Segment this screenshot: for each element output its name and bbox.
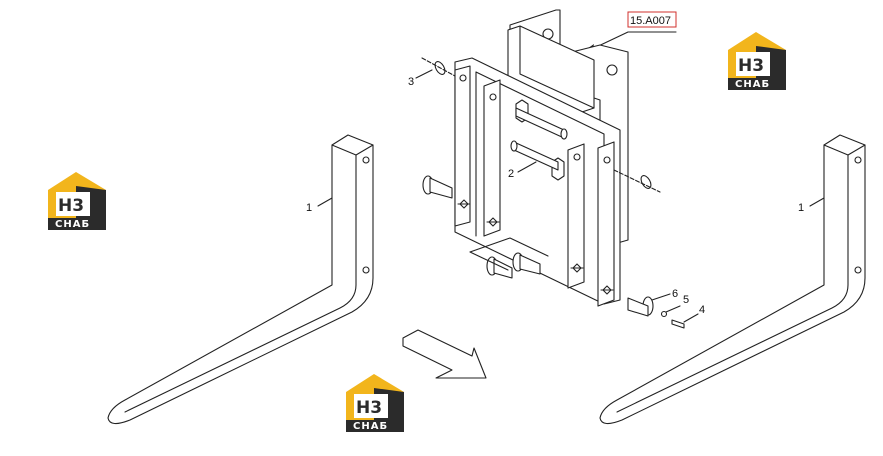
watermark-word: СНАБ bbox=[353, 421, 388, 432]
bar-hole-1 bbox=[459, 74, 467, 82]
callout-washer: 5 bbox=[683, 294, 689, 306]
right-bar-outer bbox=[597, 141, 615, 307]
watermark-band bbox=[728, 78, 786, 90]
watermark-band bbox=[346, 420, 404, 432]
fork-right-inner-edge bbox=[616, 154, 849, 413]
washer-small-shape bbox=[660, 310, 668, 318]
assembly-guide-lines bbox=[469, 237, 549, 271]
callout-pin: 2 bbox=[508, 168, 514, 180]
washer-leader bbox=[665, 305, 681, 313]
bolt-center-1-shank bbox=[493, 258, 513, 279]
bar-hole-4 bbox=[603, 156, 611, 164]
fork-left-inner-edge bbox=[124, 154, 357, 413]
fork-right-shank bbox=[599, 134, 866, 425]
ring-left: 3 bbox=[408, 57, 456, 88]
watermark-band bbox=[48, 218, 106, 230]
left-bar-outer bbox=[454, 65, 471, 227]
watermark-plate bbox=[354, 394, 388, 418]
fork-right-hole-top bbox=[854, 156, 862, 164]
fork-right: 1 bbox=[599, 134, 866, 425]
bolt-center-2 bbox=[512, 252, 541, 275]
lower-latch bbox=[551, 157, 565, 181]
fork-right-top-face bbox=[823, 144, 866, 156]
callout-bolt: 6 bbox=[672, 288, 678, 300]
pin-upper-end bbox=[560, 128, 568, 140]
star-stop-3 bbox=[570, 263, 584, 273]
watermark-mark: H3 bbox=[356, 398, 382, 418]
bolt-leader bbox=[651, 293, 671, 301]
screw-leader bbox=[683, 313, 699, 323]
bolt-right-shank bbox=[627, 297, 649, 317]
watermark-word: СНАБ bbox=[735, 79, 770, 90]
watermark-bottom: H3 СНАБ bbox=[346, 374, 404, 432]
watermark-mark: H3 bbox=[58, 196, 84, 216]
bolt-right: 6 bbox=[627, 288, 678, 317]
reference-leader bbox=[589, 31, 677, 51]
top-block-face bbox=[519, 25, 595, 109]
pin-upper bbox=[515, 107, 568, 140]
callout-screw: 4 bbox=[699, 304, 705, 316]
fork-right-hole-bottom bbox=[854, 266, 862, 274]
star-stop-1 bbox=[457, 199, 471, 209]
reference-box bbox=[627, 11, 677, 28]
pin-lower: 2 bbox=[508, 140, 559, 180]
ring-right-axis bbox=[613, 169, 661, 193]
ring-right bbox=[613, 169, 661, 193]
bolt-center-1 bbox=[486, 256, 513, 279]
right-bar-inner bbox=[567, 143, 585, 289]
back-plate-hole-right bbox=[606, 64, 618, 76]
callout-fork-right: 1 bbox=[798, 202, 804, 214]
bolt-center-2-shank bbox=[519, 254, 541, 275]
star-stop-2 bbox=[486, 217, 500, 227]
screw-small: 4 bbox=[671, 304, 705, 329]
left-bar-inner bbox=[483, 79, 501, 237]
reference-label: 15.A007 bbox=[630, 15, 671, 27]
bolt-left bbox=[422, 175, 453, 199]
fork-left: 1 bbox=[107, 134, 374, 425]
washer-small: 5 bbox=[660, 294, 689, 318]
watermark-top-right: H3 СНАБ bbox=[728, 32, 786, 90]
pin-lower-end bbox=[510, 140, 518, 152]
fork-right-leader bbox=[809, 197, 825, 207]
watermark-plate bbox=[736, 52, 770, 76]
callout-fork-left: 1 bbox=[306, 202, 312, 214]
pin-leader bbox=[517, 161, 537, 173]
bar-hole-3 bbox=[573, 153, 581, 161]
fork-left-leader bbox=[317, 197, 333, 207]
watermark-word: СНАБ bbox=[55, 219, 90, 230]
star-stop-4 bbox=[600, 285, 614, 295]
watermark-plate bbox=[56, 192, 90, 216]
fork-left-shank bbox=[107, 134, 374, 425]
watermark-mark: H3 bbox=[738, 56, 764, 76]
reference-callout: 15.A007 bbox=[578, 11, 677, 55]
fork-left-hole-top bbox=[362, 156, 370, 164]
bolt-left-shank bbox=[429, 177, 453, 199]
direction-arrow bbox=[402, 329, 487, 379]
ring-left-axis bbox=[421, 57, 456, 77]
fork-left-top-face bbox=[331, 144, 374, 156]
callout-ring: 3 bbox=[408, 76, 414, 88]
bar-hole-2 bbox=[489, 93, 497, 101]
screw-small-shape bbox=[671, 319, 685, 329]
ring-left-shape bbox=[434, 61, 446, 75]
ring-right-shape bbox=[640, 175, 652, 189]
fork-left-hole-bottom bbox=[362, 266, 370, 274]
watermark-left: H3 СНАБ bbox=[48, 172, 106, 230]
ring-leader bbox=[415, 69, 433, 79]
